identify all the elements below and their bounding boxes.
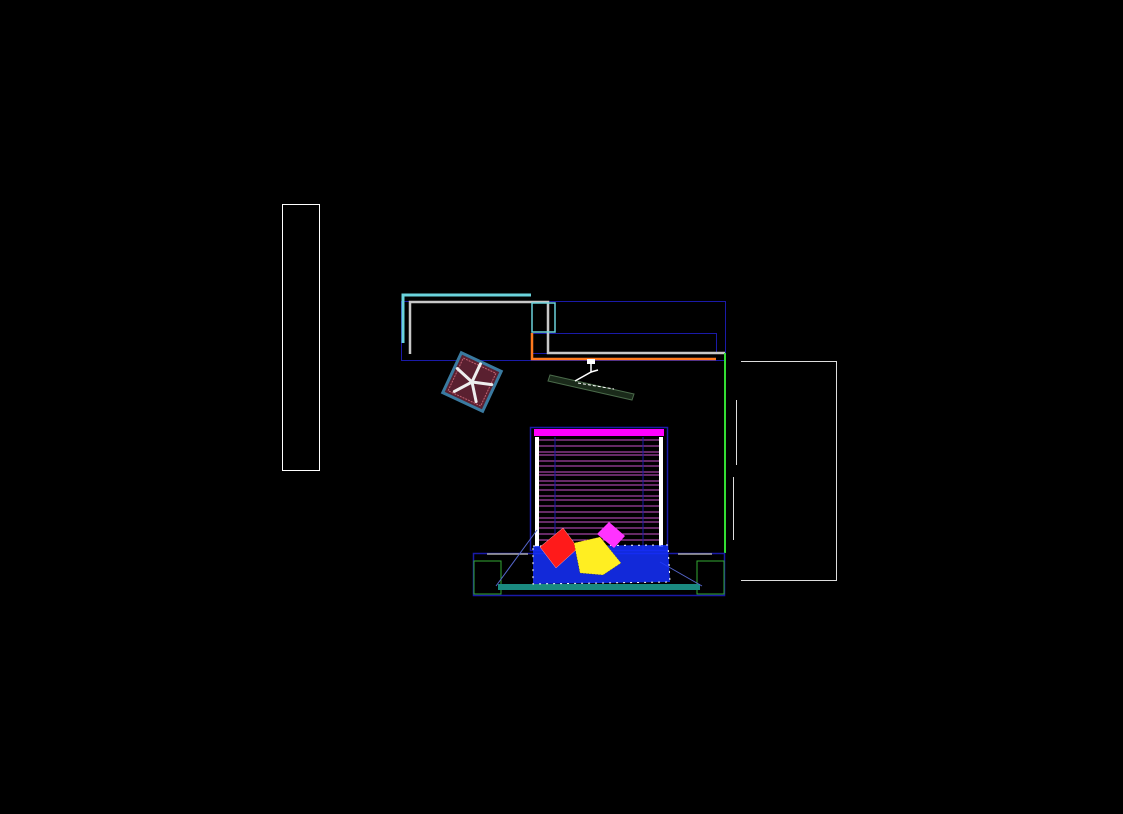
bed: [529, 426, 669, 552]
right-wall-outline: [733, 361, 837, 581]
left-cabinet-outline: [282, 204, 320, 471]
desk-area: [401, 293, 726, 553]
lamp-fixture: [547, 359, 635, 401]
pillow-yellow: [573, 536, 622, 576]
office-chair: [440, 350, 504, 414]
pillow-magenta: [597, 522, 625, 548]
